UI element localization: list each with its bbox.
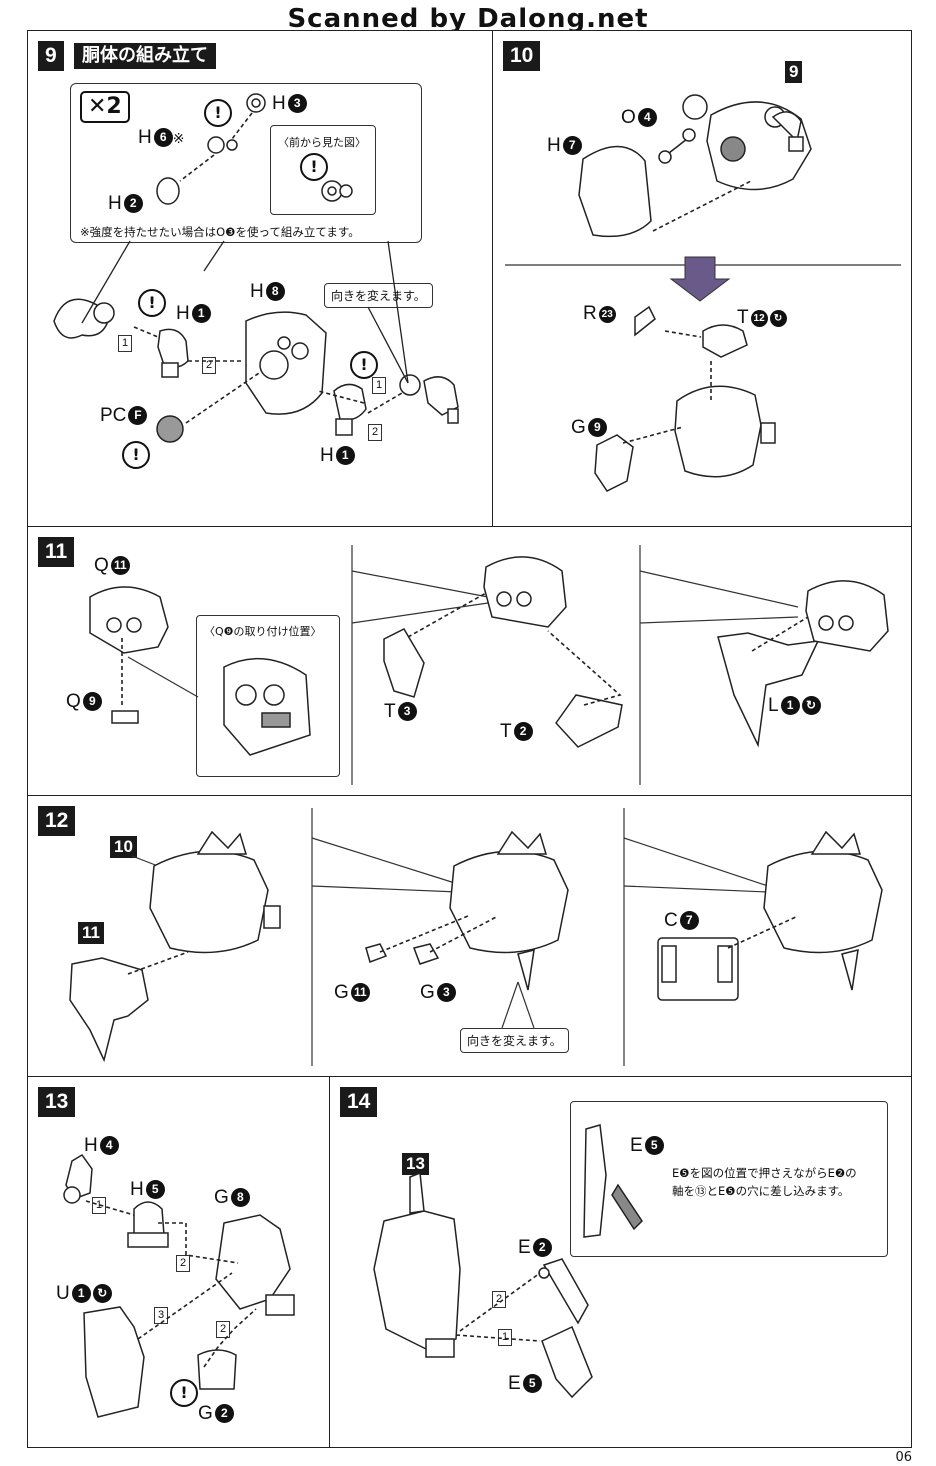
sequence-2: 2	[368, 424, 383, 441]
step-number: 14	[340, 1087, 378, 1117]
step-number: 9	[38, 41, 64, 71]
sequence-2: 2	[176, 1255, 191, 1272]
sequence-2: 2	[492, 1291, 507, 1308]
instruction-line-2: 軸を⑬とE❺の穴に差し込みます。	[672, 1184, 850, 1198]
multiplier-badge: ✕2	[80, 91, 130, 123]
sequence-2: 2	[216, 1321, 231, 1338]
caution-icon: !	[170, 1379, 198, 1407]
page-number: 06	[895, 1450, 912, 1465]
step-11-illustration	[89, 545, 889, 785]
assembly-ref: 11	[78, 922, 104, 944]
assembly-ref: 9	[785, 61, 803, 83]
detail-box	[570, 1101, 888, 1257]
step-number: 11	[38, 537, 75, 567]
assembly-ref: 10	[110, 836, 137, 858]
step-14-illustration	[373, 1124, 643, 1399]
assembly-ref: 13	[402, 1153, 429, 1175]
caution-icon: !	[122, 441, 150, 469]
turn-note: 向きを変えます。	[324, 283, 433, 308]
step-12-illustration	[69, 808, 883, 1066]
sequence-1: 1	[118, 335, 133, 352]
step-number: 10	[503, 41, 541, 71]
caution-icon: !	[204, 99, 232, 127]
sequence-3: 3	[154, 1307, 169, 1324]
step-number: 13	[38, 1087, 76, 1117]
scan-credit: Scanned by Dalong.net	[287, 4, 649, 34]
rotate-icon: ↻	[801, 696, 821, 715]
rotate-icon: ↻	[92, 1284, 112, 1303]
step-13-illustration	[63, 1154, 295, 1418]
caution-icon: !	[138, 289, 166, 317]
rotate-icon: ↻	[769, 310, 787, 327]
step-10-illustration	[505, 94, 901, 492]
caution-icon: !	[300, 153, 328, 181]
caution-icon: !	[350, 351, 378, 379]
step-9-illustration	[53, 93, 459, 443]
position-note: 〈Q❾の取り付け位置〉	[204, 625, 322, 638]
front-view-label: 〈前から見た図〉	[278, 136, 366, 149]
step-number: 12	[38, 806, 76, 836]
step-title: 胴体の組み立て	[74, 43, 216, 69]
sequence-1: 1	[92, 1197, 107, 1214]
footnote: ※強度を持たせたい場合はO❸を使って組み立てます。	[80, 225, 360, 239]
turn-note: 向きを変えます。	[460, 1028, 569, 1053]
sequence-1: 1	[372, 377, 387, 394]
instruction-line-1: E❺を図の位置で押さえながらE❷の	[672, 1166, 857, 1180]
